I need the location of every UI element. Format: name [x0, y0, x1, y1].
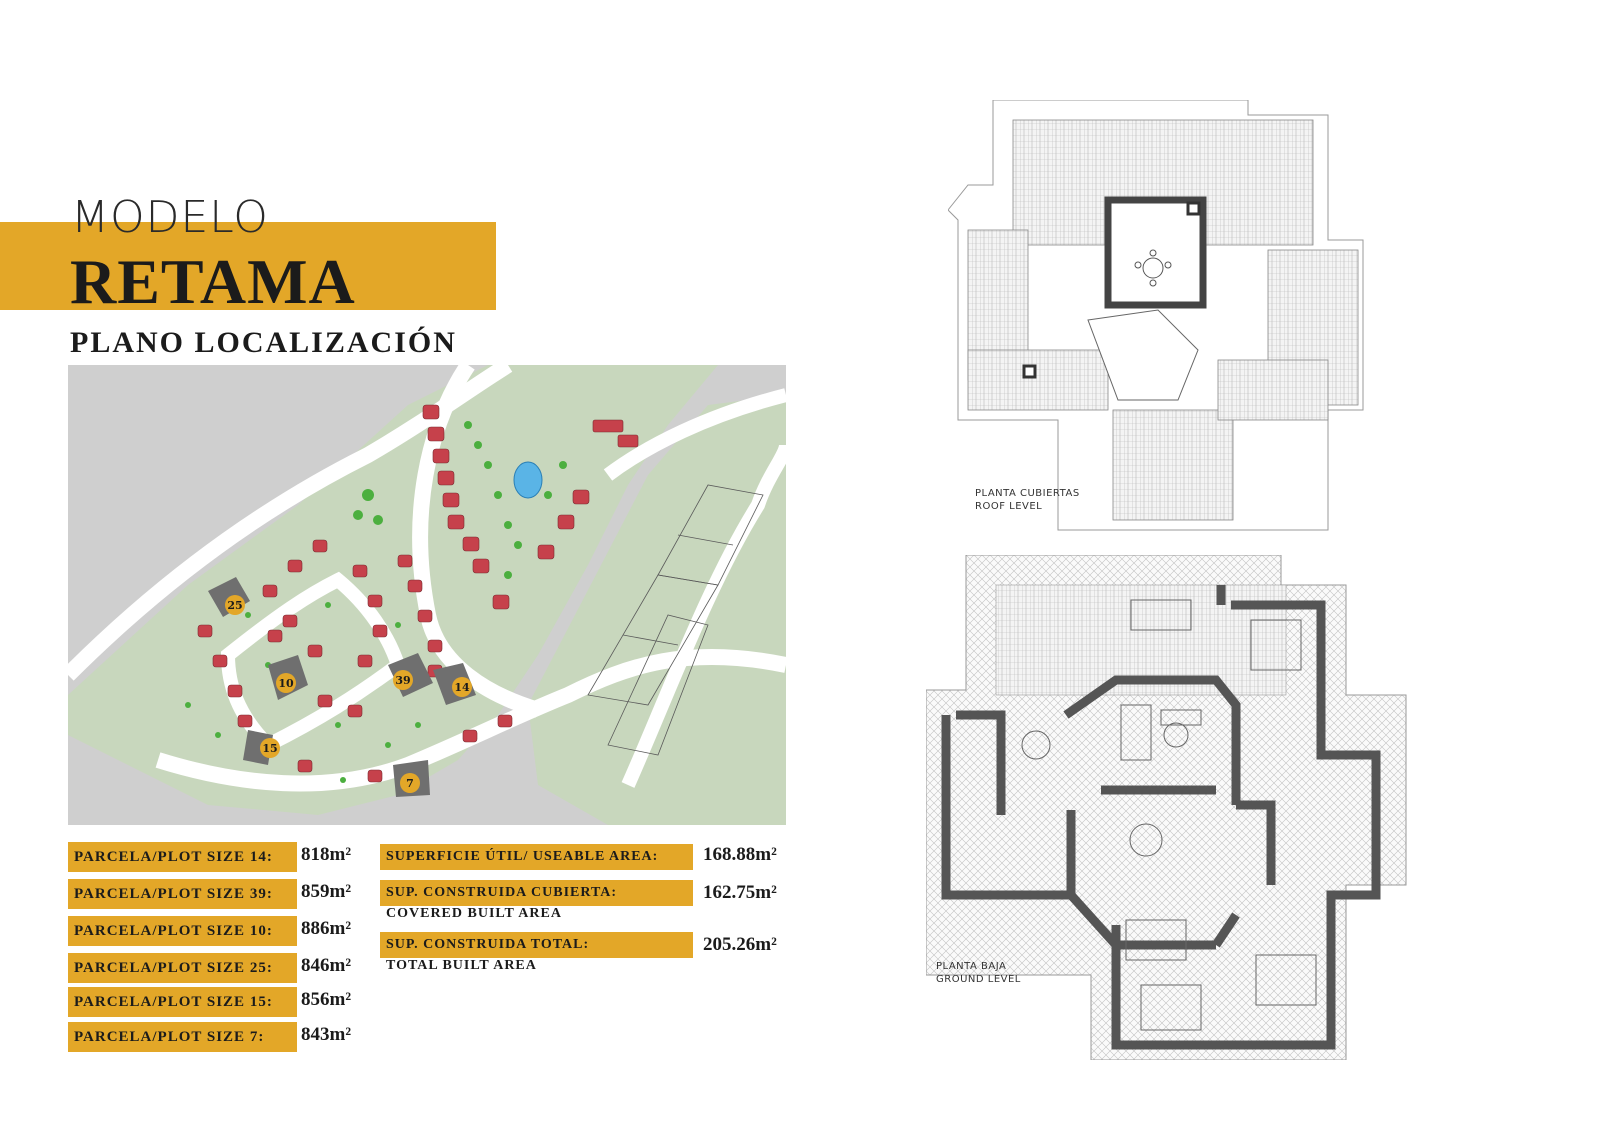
roof-caption-es: PLANTA CUBIERTAS: [975, 488, 1080, 499]
total-built-area-sub: TOTAL BUILT AREA: [386, 958, 537, 973]
plot-size-value-25: 846m²: [301, 955, 352, 976]
roof-slope-south: [1112, 409, 1234, 521]
roof-level-plan: [948, 100, 1364, 531]
plot-size-label-14: PARCELA/PLOT SIZE 14:: [68, 842, 297, 872]
east-plot-grid: [587, 484, 764, 756]
plot-size-label-7: PARCELA/PLOT SIZE 7:: [68, 1022, 297, 1052]
plot-size-value-39: 859m²: [301, 881, 352, 902]
plot-size-value-15: 856m²: [301, 989, 352, 1010]
plot-marker-14-label: 14: [454, 681, 470, 694]
roof-slope-southeast: [1217, 359, 1329, 421]
main-road-2: [412, 365, 541, 718]
plot-size-label-15: PARCELA/PLOT SIZE 15:: [68, 987, 297, 1017]
plot-39: 39: [388, 653, 433, 697]
plot-size-label-39: PARCELA/PLOT SIZE 39:: [68, 879, 297, 909]
model-name: RETAMA: [70, 246, 356, 317]
plot-7: 7: [393, 760, 430, 797]
plot-marker-10: [276, 673, 296, 693]
covered-built-area-sub: COVERED BUILT AREA: [386, 906, 562, 921]
roof-stair: [1087, 309, 1199, 401]
covered-built-area-label: SUP. CONSTRUIDA CUBIERTA:: [380, 880, 693, 906]
plot-size-value-14: 818m²: [301, 844, 352, 865]
ground-caption-es: PLANTA BAJA: [936, 961, 1007, 972]
plot-marker-25-label: 25: [227, 599, 242, 612]
model-prefix: MODELO: [71, 192, 269, 243]
ground-level-plan: [926, 555, 1407, 1060]
villa-roofs: [197, 404, 639, 783]
total-built-area-label: SUP. CONSTRUIDA TOTAL:: [380, 932, 693, 958]
plot-marker-25: [225, 595, 245, 615]
title-band: [0, 222, 496, 310]
site-location-map: 25 10 39 14 15 7: [68, 365, 786, 825]
plot-marker-15-label: 15: [262, 742, 277, 755]
section-title: PLANO LOCALIZACIÓN: [70, 326, 457, 359]
plot-25: 25: [208, 577, 250, 617]
trees: [185, 421, 567, 783]
roof-slope-southwest: [967, 349, 1109, 411]
plot-size-label-25: PARCELA/PLOT SIZE 25:: [68, 953, 297, 983]
plot-marker-7-label: 7: [406, 777, 414, 790]
plot-10: 10: [268, 655, 308, 700]
plot-14: 14: [433, 663, 476, 705]
plot-marker-15: [260, 738, 280, 758]
plot-marker-14: [452, 677, 472, 697]
pool: [513, 461, 543, 499]
covered-built-area-value: 162.75m²: [703, 882, 777, 903]
chimney: [1022, 364, 1037, 379]
plot-15: 15: [243, 730, 280, 765]
ground-caption-en: GROUND LEVEL: [936, 974, 1021, 985]
plot-marker-39-label: 39: [395, 674, 410, 687]
main-road: [68, 365, 513, 681]
furniture: [1021, 599, 1317, 1031]
useable-area-value: 168.88m²: [703, 844, 777, 865]
plot-size-value-7: 843m²: [301, 1024, 352, 1045]
plot-size-label-10: PARCELA/PLOT SIZE 10:: [68, 916, 297, 946]
terrace-table: [1134, 249, 1172, 287]
north-road: [603, 388, 786, 481]
chimney-2: [1186, 201, 1201, 216]
roof-caption-en: ROOF LEVEL: [975, 501, 1043, 512]
total-built-area-value: 205.26m²: [703, 934, 777, 955]
plot-marker-10-label: 10: [278, 677, 294, 690]
south-road: [155, 649, 786, 792]
useable-area-label: SUPERFICIE ÚTIL/ USEABLE AREA:: [380, 844, 693, 870]
terrain-area-east: [528, 395, 786, 825]
walls: [941, 585, 1381, 1050]
plot-marker-7: [400, 773, 420, 793]
east-road: [621, 443, 786, 788]
plot-marker-39: [393, 670, 413, 690]
plot-size-value-10: 886m²: [301, 918, 352, 939]
